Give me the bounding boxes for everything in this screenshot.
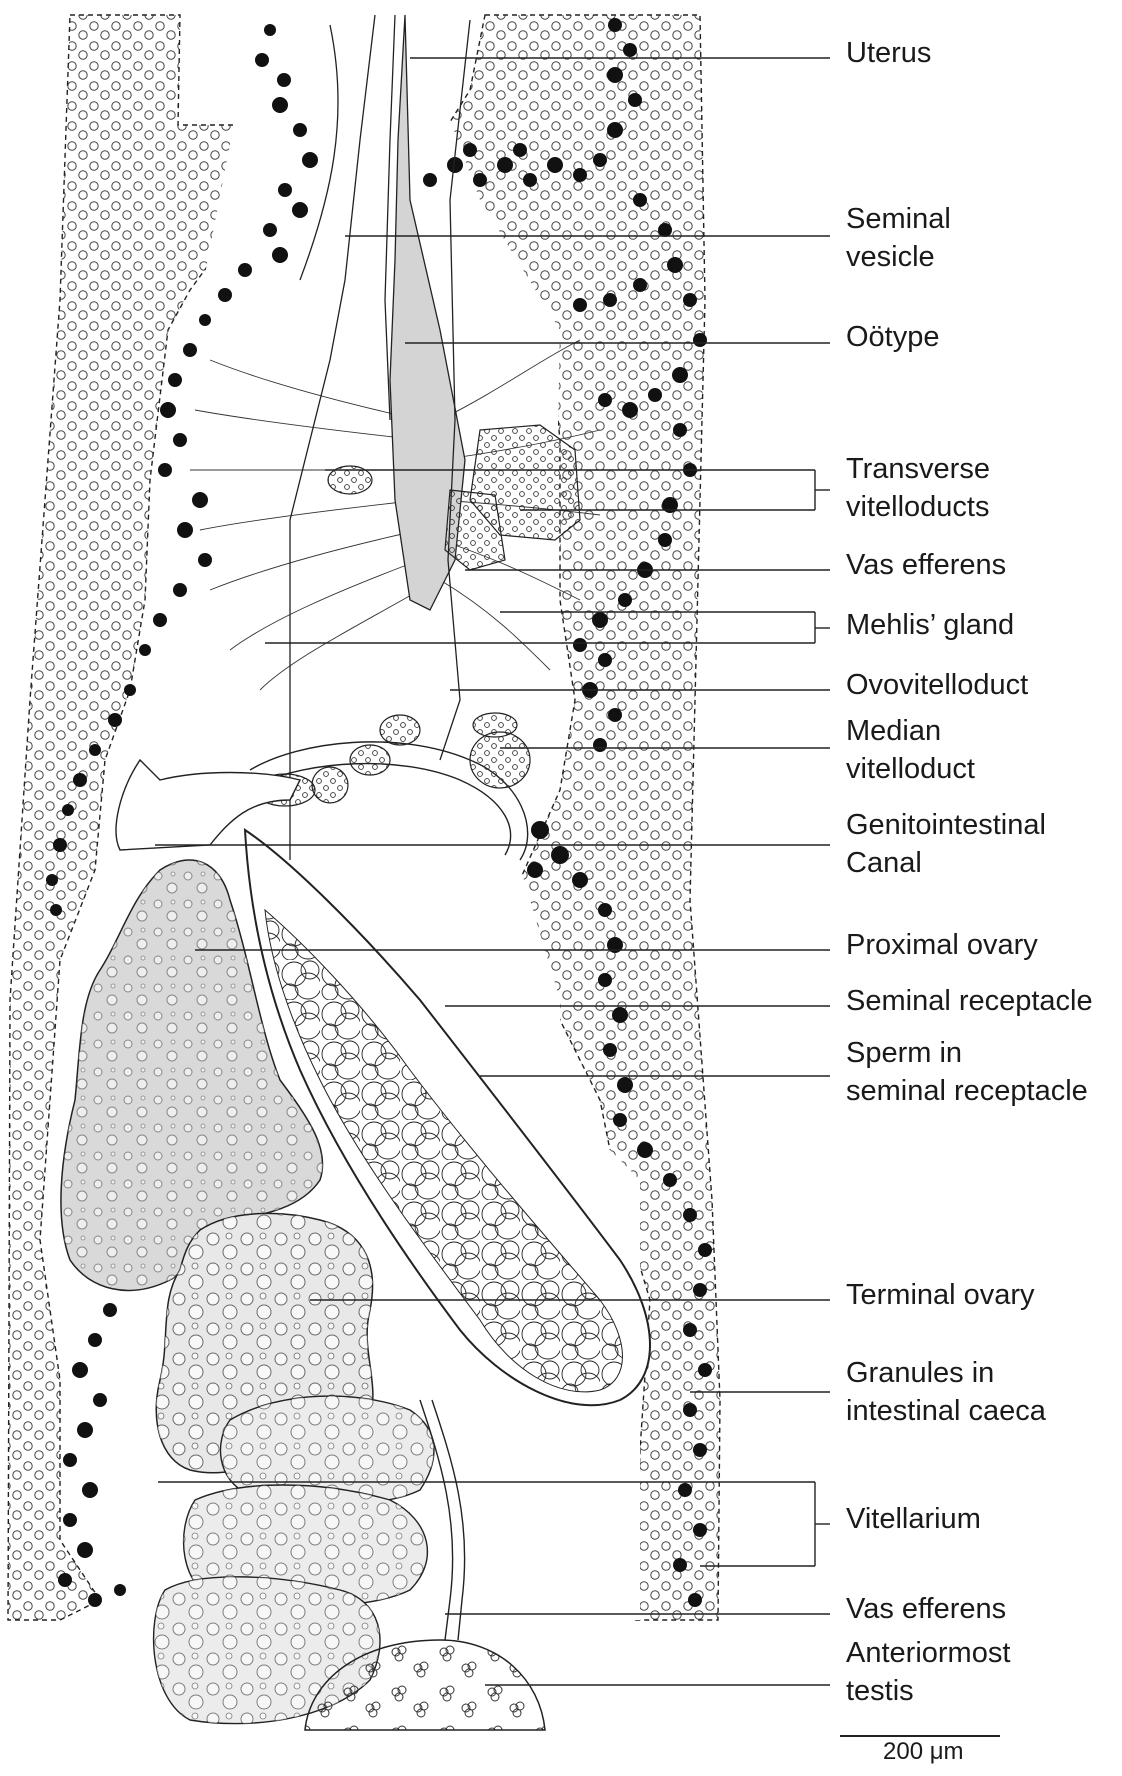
label-vas-efferens-lower: Vas efferens xyxy=(846,1590,1006,1628)
label-seminal-vesicle-line1: Seminal xyxy=(846,200,951,238)
label-vitellarium: Vitellarium xyxy=(846,1500,981,1538)
label-mehlis-gland: Mehlis’ gland xyxy=(846,606,1014,644)
scale-bar-label: 200 μm xyxy=(883,1738,964,1766)
label-vas-efferens-upper: Vas efferens xyxy=(846,546,1006,584)
label-median-vitelloduct-line2: vitelloduct xyxy=(846,750,975,788)
label-transverse-vitelloducts-line2: vitelloducts xyxy=(846,488,989,526)
label-ovovitelloduct: Ovovitelloduct xyxy=(846,666,1028,704)
label-terminal-ovary: Terminal ovary xyxy=(846,1276,1035,1314)
label-seminal-receptacle: Seminal receptacle xyxy=(846,982,1093,1020)
label-seminal-vesicle-line2: vesicle xyxy=(846,238,935,276)
label-anteriormost-testis-line1: Anteriormost xyxy=(846,1634,1010,1672)
label-genitointestinal-canal-line1: Genitointestinal xyxy=(846,806,1046,844)
label-median-vitelloduct-line1: Median xyxy=(846,712,941,750)
label-anteriormost-testis-line2: testis xyxy=(846,1672,914,1710)
label-granules-line1: Granules in xyxy=(846,1354,994,1392)
label-granules-line2: intestinal caeca xyxy=(846,1392,1046,1430)
label-sperm-line2: seminal receptacle xyxy=(846,1072,1088,1110)
label-sperm-line1: Sperm in xyxy=(846,1034,962,1072)
label-ootype: Oötype xyxy=(846,318,940,356)
label-genitointestinal-canal-line2: Canal xyxy=(846,844,922,882)
label-transverse-vitelloducts-line1: Transverse xyxy=(846,450,990,488)
label-proximal-ovary: Proximal ovary xyxy=(846,926,1038,964)
label-uterus: Uterus xyxy=(846,34,931,72)
